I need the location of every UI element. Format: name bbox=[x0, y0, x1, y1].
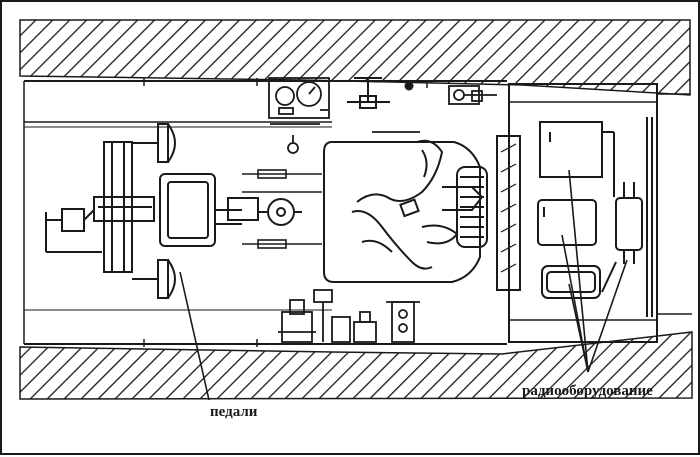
rudder-bar-assembly bbox=[45, 141, 155, 273]
floor-mechanism bbox=[278, 289, 420, 343]
control-stick-box bbox=[159, 173, 242, 247]
pedal-upper bbox=[132, 123, 176, 163]
bulkhead-panel bbox=[496, 135, 521, 291]
trim-wheel bbox=[227, 197, 302, 226]
push-rods bbox=[242, 169, 322, 249]
pedal-lower bbox=[132, 259, 176, 299]
throttle-lever bbox=[448, 85, 497, 105]
radio-unit-upper bbox=[539, 121, 615, 197]
instrument-panel bbox=[268, 77, 330, 119]
control-column bbox=[347, 77, 390, 109]
radio-leader-lines bbox=[561, 169, 628, 373]
seat-harness bbox=[351, 139, 488, 270]
selector-switch bbox=[270, 123, 420, 154]
radio-equipment-label: радиооборудование bbox=[522, 383, 653, 399]
seat bbox=[323, 141, 481, 283]
radio-junction-box bbox=[601, 117, 653, 317]
lower-fuselage-wall bbox=[19, 331, 693, 400]
pedals-label: педали bbox=[210, 404, 258, 420]
pedals-leader-line bbox=[179, 271, 210, 401]
radio-unit-middle bbox=[537, 199, 597, 246]
indicator-lamp bbox=[404, 81, 414, 91]
